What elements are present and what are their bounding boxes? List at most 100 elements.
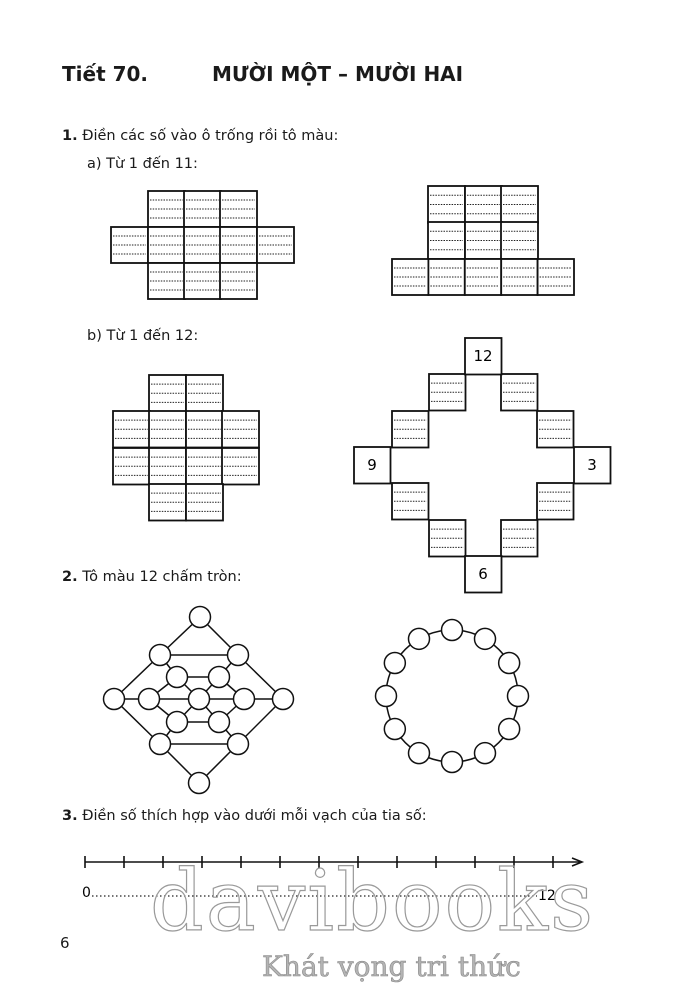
exercise-instruction: Điền các số vào ô trống rồi tô màu: — [82, 128, 339, 144]
exercise-instruction: Điền số thích hợp vào dưới mỗi vạch của … — [82, 808, 427, 824]
answer-cell — [256, 226, 295, 264]
answer-cell — [464, 185, 503, 224]
answer-cell — [185, 447, 224, 486]
answer-cell — [500, 185, 539, 224]
number-cell — [464, 555, 503, 594]
cell-border — [464, 337, 503, 376]
answer-cell — [536, 410, 575, 449]
exercise-instruction: Tô màu 12 chấm tròn: — [82, 569, 242, 585]
answer-cell — [427, 258, 466, 296]
answer-cell — [500, 519, 539, 558]
answer-cell — [500, 373, 539, 412]
dot-circle — [473, 741, 497, 765]
dot-circle — [226, 732, 250, 756]
exercise-number: 1. — [62, 128, 78, 144]
dot-circle — [497, 717, 521, 741]
cell-border — [573, 446, 612, 485]
cell-border — [353, 446, 392, 485]
answer-cell — [183, 262, 222, 300]
answer-cell — [219, 226, 258, 264]
answer-cell — [219, 190, 258, 228]
exercise-number: 2. — [62, 569, 78, 585]
dot-circle — [407, 741, 431, 765]
number-cell — [353, 446, 392, 485]
exercise-3-heading: 3. Điền số thích hợp vào dưới mỗi vạch c… — [62, 808, 427, 824]
answer-cell — [464, 221, 503, 260]
number-line-start: 0 — [82, 885, 91, 901]
answer-cell — [183, 190, 222, 228]
dot-circle — [148, 732, 172, 756]
watermark-slogan: Khát vọng tri thức — [262, 950, 521, 984]
answer-cell — [185, 410, 224, 449]
answer-cell — [183, 226, 222, 264]
answer-cell — [391, 410, 430, 449]
answer-cell — [427, 185, 466, 224]
answer-cell — [463, 258, 503, 296]
answer-cell — [148, 447, 187, 486]
dot-circle — [407, 627, 431, 651]
dot-circle — [374, 684, 398, 708]
dot-circle — [102, 687, 126, 711]
clock-label-left: 9 — [367, 456, 377, 474]
answer-cell — [112, 410, 151, 449]
dot-circle — [440, 618, 464, 642]
answer-cell — [148, 483, 187, 522]
answer-cell — [185, 374, 224, 413]
dot-circle — [148, 643, 172, 667]
dot-circle — [473, 627, 497, 651]
watermark-brand: davibooks — [149, 851, 596, 950]
answer-cell — [185, 483, 224, 522]
clock-label-top: 12 — [473, 347, 492, 365]
page-number: 6 — [60, 934, 70, 952]
answer-cell — [221, 447, 260, 486]
dot-circle — [188, 605, 212, 629]
dot-circle — [187, 771, 211, 795]
answer-cell — [148, 374, 187, 413]
answer-cell — [221, 410, 260, 449]
exercise-2-heading: 2. Tô màu 12 chấm tròn: — [62, 569, 242, 585]
dot-circle — [232, 687, 256, 711]
dot-circle — [137, 687, 161, 711]
dot-circle — [271, 687, 295, 711]
answer-cell — [147, 190, 186, 228]
number-line-end: 12 — [538, 888, 556, 904]
cell-border — [464, 555, 503, 594]
dot-circle — [207, 710, 231, 734]
dot-circle — [165, 665, 189, 689]
exercise-1-heading: 1. Điền các số vào ô trống rồi tô màu: — [62, 128, 338, 144]
dot-circle — [383, 717, 407, 741]
dot-circle — [440, 750, 464, 774]
page-title: MƯỜI MỘT – MƯỜI HAI — [212, 62, 464, 86]
answer-cell — [148, 410, 187, 449]
dot-circle — [506, 684, 530, 708]
answer-cell — [112, 447, 151, 486]
number-cell — [573, 446, 612, 485]
answer-cell — [536, 482, 575, 521]
part-a-label: a) Từ 1 đến 11: — [87, 156, 198, 172]
dot-circle — [207, 665, 231, 689]
clock-label-bottom: 6 — [478, 565, 488, 583]
answer-cell — [500, 258, 539, 296]
ring-line — [385, 629, 519, 763]
dot-circle — [187, 687, 211, 711]
answer-cell — [391, 482, 430, 521]
answer-cell — [427, 221, 466, 260]
exercise-number: 3. — [62, 808, 78, 824]
answer-cell — [428, 519, 467, 558]
answer-cell — [428, 373, 467, 412]
answer-cell — [110, 226, 149, 264]
answer-cell — [500, 221, 539, 260]
answer-cell — [536, 258, 575, 296]
answer-cell — [219, 262, 258, 300]
number-cell — [464, 337, 503, 376]
dot-circle — [383, 651, 407, 675]
answer-cell — [147, 226, 186, 264]
arrow-head-icon — [571, 857, 585, 867]
part-b-label: b) Từ 1 đến 12: — [87, 328, 199, 344]
dot-circle — [497, 651, 521, 675]
dot-circle — [165, 710, 189, 734]
dot-circle — [226, 643, 250, 667]
clock-label-right: 3 — [587, 456, 597, 474]
